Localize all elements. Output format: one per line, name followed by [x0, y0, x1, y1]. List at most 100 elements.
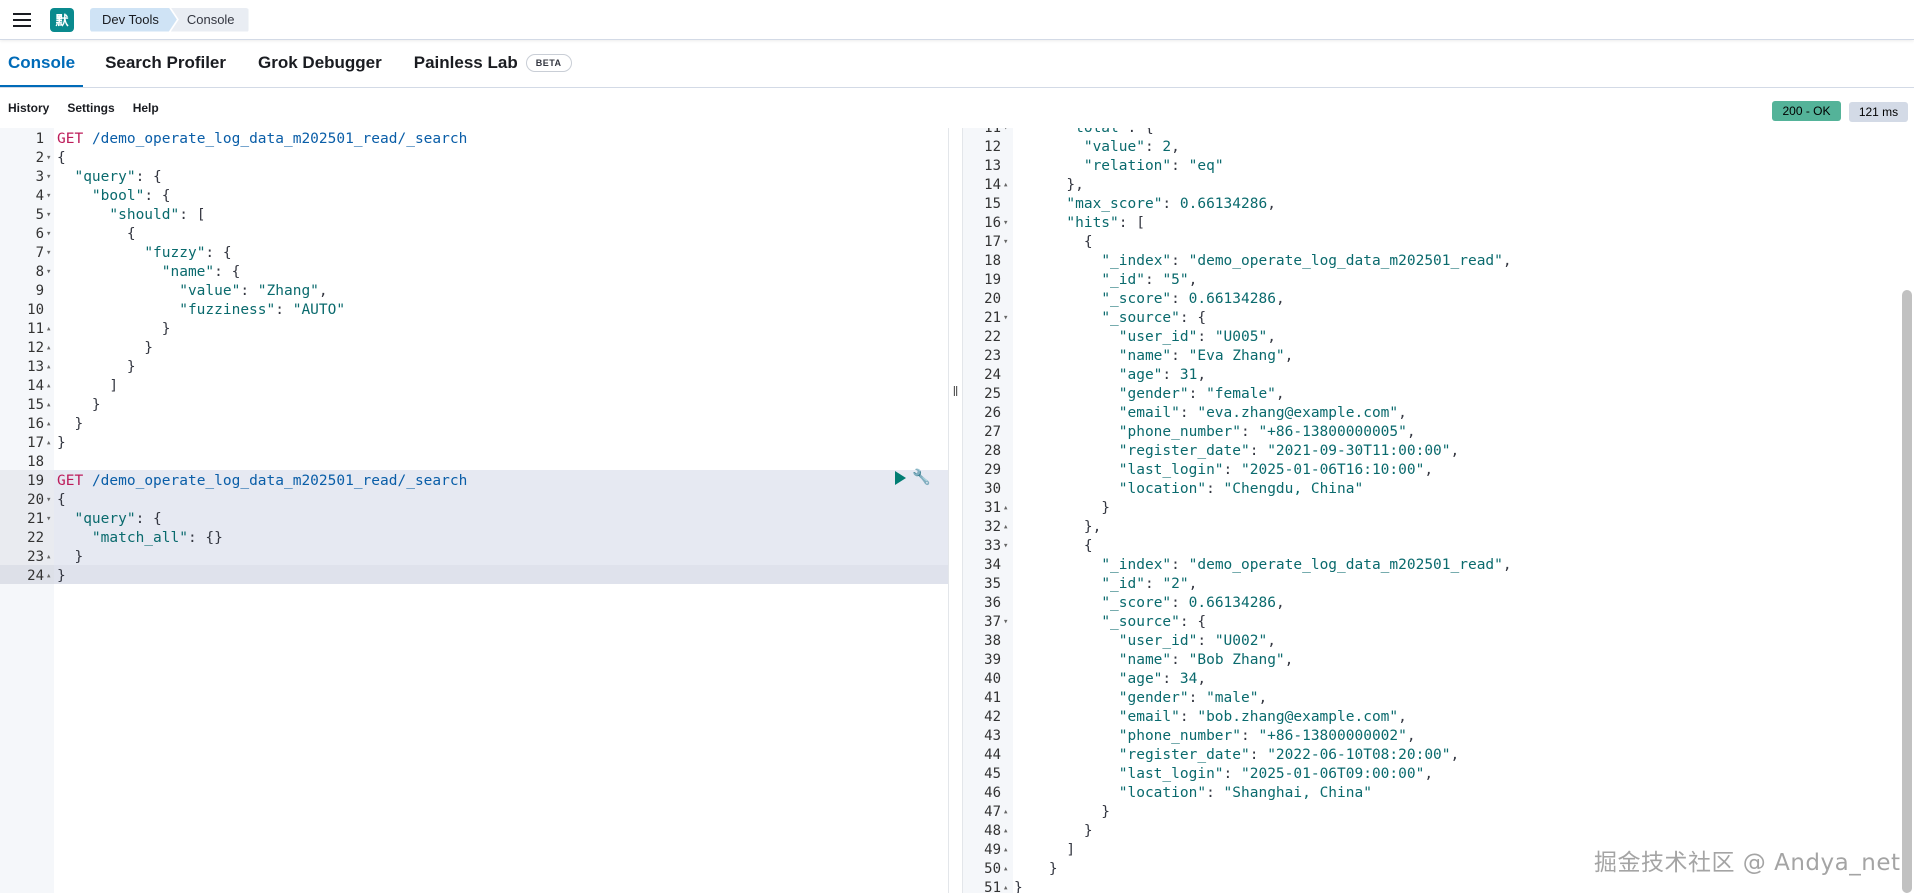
line-number: 48	[984, 823, 1001, 839]
response-line: 50▴ }	[963, 860, 1914, 879]
line-number: 21	[984, 310, 1001, 326]
settings-link[interactable]: Settings	[67, 101, 115, 115]
fold-caret-up-icon[interactable]: ▴	[46, 571, 52, 581]
line-number: 51	[984, 880, 1001, 893]
fold-caret-down-icon[interactable]: ▾	[46, 495, 52, 505]
line-number: 20	[27, 492, 44, 508]
fold-caret-up-icon[interactable]: ▴	[1003, 807, 1009, 817]
line-number: 21	[27, 511, 44, 527]
fold-caret-down-icon[interactable]: ▾	[46, 267, 52, 277]
request-line: 15▴ }	[0, 396, 948, 415]
tab-painless-lab-label: Painless Lab	[413, 53, 518, 72]
line-number: 50	[984, 861, 1001, 877]
fold-caret-up-icon[interactable]: ▴	[1003, 864, 1009, 874]
line-number: 39	[984, 652, 1001, 668]
response-line: 31▴ }	[963, 499, 1914, 518]
line-number: 14	[27, 378, 44, 394]
code-text: "last_login": "2025-01-06T16:10:00",	[1118, 462, 1434, 478]
code-text: "register_date": "2022-06-10T08:20:00",	[1118, 747, 1460, 763]
code-text: {	[57, 150, 66, 166]
fold-caret-down-icon[interactable]: ▾	[1003, 237, 1009, 247]
fold-caret-up-icon[interactable]: ▴	[1003, 522, 1009, 532]
space-avatar[interactable]: 默	[50, 7, 74, 32]
fold-caret-up-icon[interactable]: ▴	[46, 381, 52, 391]
fold-caret-down-icon[interactable]: ▾	[1003, 541, 1009, 551]
fold-caret-up-icon[interactable]: ▴	[1003, 180, 1009, 190]
response-editor[interactable]: 11▾ "total": {12 "value": 2,13 "relation…	[963, 128, 1914, 893]
line-number: 43	[984, 728, 1001, 744]
code-text: GET /demo_operate_log_data_m202501_read/…	[57, 131, 468, 147]
line-number: 15	[27, 397, 44, 413]
fold-caret-up-icon[interactable]: ▴	[46, 362, 52, 372]
fold-caret-down-icon[interactable]: ▾	[46, 191, 52, 201]
fold-caret-up-icon[interactable]: ▴	[46, 343, 52, 353]
line-number: 13	[984, 158, 1001, 174]
line-number: 9	[35, 283, 44, 299]
code-text: "name": {	[161, 264, 241, 280]
request-line: 16▴ }	[0, 415, 948, 434]
fold-caret-up-icon[interactable]: ▴	[1003, 883, 1009, 893]
line-number: 12	[984, 139, 1001, 155]
code-text: }	[57, 549, 84, 565]
request-line: 2▾{	[0, 149, 948, 168]
line-number: 17	[984, 234, 1001, 250]
response-line: 25 "gender": "female",	[963, 385, 1914, 404]
fold-caret-up-icon[interactable]: ▴	[46, 419, 52, 429]
fold-caret-down-icon[interactable]: ▾	[1003, 218, 1009, 228]
tab-painless-lab[interactable]: Painless Lab BETA	[406, 39, 580, 87]
history-link[interactable]: History	[8, 101, 50, 115]
request-line: 4▾ "bool": {	[0, 187, 948, 206]
fold-caret-up-icon[interactable]: ▴	[1003, 503, 1009, 513]
fold-caret-down-icon[interactable]: ▾	[46, 229, 52, 239]
breadcrumb-dev-tools[interactable]: Dev Tools	[90, 8, 177, 32]
fold-caret-down-icon[interactable]: ▾	[46, 172, 52, 182]
fold-caret-down-icon[interactable]: ▾	[46, 248, 52, 258]
line-number: 40	[984, 671, 1001, 687]
wrench-icon[interactable]: 🔧	[912, 468, 931, 486]
code-text: "_id": "2",	[1101, 576, 1198, 592]
fold-caret-up-icon[interactable]: ▴	[46, 438, 52, 448]
fold-caret-down-icon[interactable]: ▾	[46, 153, 52, 163]
response-line: 12 "value": 2,	[963, 138, 1914, 157]
response-line: 47▴ }	[963, 803, 1914, 822]
code-text: "value": "Zhang",	[179, 283, 328, 299]
breadcrumb: Dev Tools Console	[90, 7, 249, 32]
fold-caret-down-icon[interactable]: ▾	[46, 210, 52, 220]
request-actions: 🔧	[895, 468, 931, 486]
tab-search-profiler[interactable]: Search Profiler	[97, 39, 234, 87]
fold-caret-down-icon[interactable]: ▾	[1003, 617, 1009, 627]
help-link[interactable]: Help	[132, 101, 159, 115]
fold-caret-up-icon[interactable]: ▴	[1003, 826, 1009, 836]
panel-resizer[interactable]: ‖	[948, 128, 963, 893]
response-code-area	[1013, 128, 1914, 893]
send-request-play-icon[interactable]	[895, 471, 906, 485]
line-number: 19	[984, 272, 1001, 288]
code-text: "_score": 0.66134286,	[1101, 595, 1285, 611]
fold-caret-up-icon[interactable]: ▴	[46, 400, 52, 410]
response-line: 22 "user_id": "U005",	[963, 328, 1914, 347]
line-number: 47	[984, 804, 1001, 820]
fold-caret-down-icon[interactable]: ▾	[1003, 313, 1009, 323]
fold-caret-up-icon[interactable]: ▴	[46, 552, 52, 562]
code-text: "email": "bob.zhang@example.com",	[1118, 709, 1407, 725]
hamburger-menu-icon[interactable]	[0, 0, 44, 40]
request-duration-badge: 121 ms	[1849, 102, 1908, 122]
code-text: }	[1014, 804, 1111, 820]
request-line: 24▴}	[0, 567, 948, 586]
tab-console[interactable]: Console	[0, 39, 84, 87]
resize-handle-icon[interactable]: ‖	[952, 382, 959, 399]
code-text: "relation": "eq"	[1083, 158, 1224, 174]
fold-caret-up-icon[interactable]: ▴	[1003, 845, 1009, 855]
fold-caret-up-icon[interactable]: ▴	[46, 324, 52, 334]
response-line: 51▴}	[963, 879, 1914, 893]
fold-caret-down-icon[interactable]: ▾	[46, 514, 52, 524]
fold-caret-down-icon[interactable]: ▾	[1003, 128, 1009, 133]
code-text: "age": 34,	[1118, 671, 1207, 687]
tab-grok-debugger[interactable]: Grok Debugger	[250, 39, 390, 87]
response-scrollbar[interactable]	[1902, 290, 1912, 893]
line-number: 18	[984, 253, 1001, 269]
line-number: 32	[984, 519, 1001, 535]
request-line: 3▾ "query": {	[0, 168, 948, 187]
